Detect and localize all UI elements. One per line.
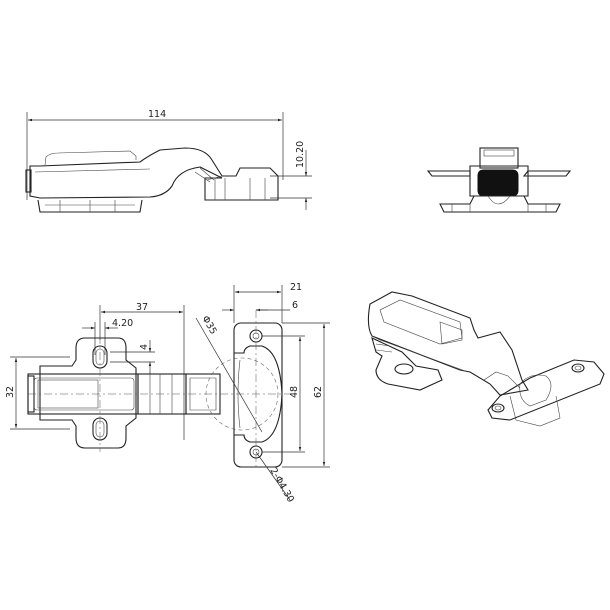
- dim-plate-length: 62: [313, 386, 324, 398]
- dim-slot-width: 4.20: [112, 318, 133, 329]
- side-view: 114 10.20: [25, 109, 312, 213]
- isometric-view: [367, 291, 605, 427]
- end-view: [426, 147, 572, 213]
- dim-slot-offset: 4: [139, 344, 150, 350]
- dim-cup-plate-width: 21: [290, 282, 302, 293]
- dim-cup-diameter: Φ35: [199, 314, 218, 336]
- dim-cup-height: 10.20: [295, 141, 306, 168]
- dim-arm-to-cup-center: 37: [136, 302, 148, 313]
- dim-overall-length: 114: [148, 109, 166, 120]
- dim-cup-offset: 6: [292, 300, 298, 311]
- dim-hole-spacing: 48: [289, 386, 300, 398]
- top-view: 37 4.20 4 32: [5, 282, 330, 505]
- dim-holes: 2-Φ4.30: [267, 466, 296, 505]
- dim-plate-height: 32: [5, 386, 16, 398]
